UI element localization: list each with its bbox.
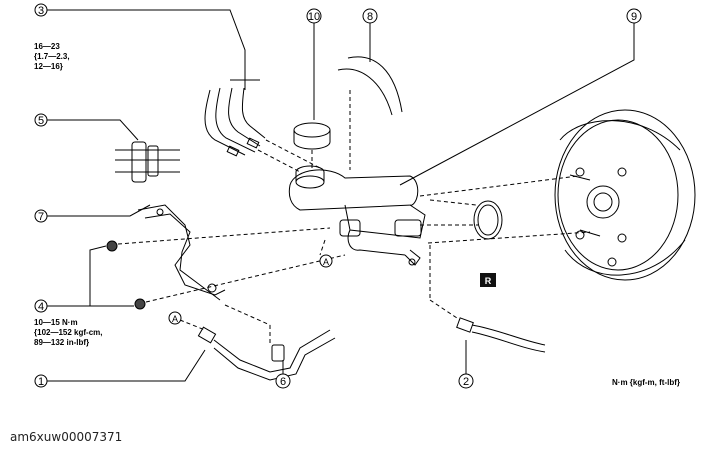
master-cylinder-exploded-diagram: 3 5 7 4: [34, 3, 696, 389]
master-cylinder: [288, 165, 478, 266]
callout-7: 7: [34, 204, 151, 223]
brake-line: [179, 304, 336, 381]
torque-spec-3: 16—23 {1.7—2.3, 12—16}: [34, 42, 70, 71]
svg-text:7: 7: [38, 211, 44, 223]
svg-text:4: 4: [38, 301, 44, 313]
svg-text:3: 3: [38, 5, 44, 17]
svg-text:8: 8: [367, 11, 373, 23]
reference-a-lower: A: [168, 311, 182, 325]
brake-booster: [419, 109, 696, 281]
callout-3: 3: [34, 3, 246, 80]
line-clip: [269, 325, 285, 362]
callout-10: 10: [306, 8, 322, 120]
units-note: N·m {kgf-m, ft-lbf}: [612, 378, 680, 387]
replace-mark: R: [480, 273, 496, 287]
brake-pipes: [204, 79, 321, 173]
svg-text:10: 10: [308, 11, 320, 23]
callout-5: 5: [34, 113, 139, 141]
callout-9: 9: [399, 8, 642, 186]
svg-text:A: A: [323, 257, 329, 267]
reservoir-hose: [337, 56, 403, 170]
bracket: [137, 204, 226, 301]
svg-text:1: 1: [38, 376, 44, 388]
torque-spec-4: 10—15 N·m {102—152 kgf-cm, 89—132 in-lbf…: [34, 318, 103, 347]
reference-a-upper: A: [319, 254, 333, 268]
svg-text:2: 2: [463, 376, 469, 388]
nuts: [106, 227, 346, 310]
reservoir-cap: [293, 122, 331, 170]
callout-8: 8: [362, 8, 378, 62]
svg-text:A: A: [172, 314, 178, 324]
svg-text:R: R: [485, 276, 492, 286]
svg-text:5: 5: [38, 115, 44, 127]
callout-6: 6: [275, 360, 291, 389]
callout-4: 4: [34, 245, 134, 313]
figure-id-caption: am6xuw00007371: [10, 430, 123, 444]
o-ring: [429, 199, 503, 240]
callout-1: 1: [34, 349, 206, 388]
callout-2: 2: [458, 340, 474, 389]
pipe-clip: [115, 141, 180, 183]
svg-text:9: 9: [631, 11, 637, 23]
vacuum-pipe: [429, 245, 546, 353]
svg-text:6: 6: [280, 376, 286, 388]
